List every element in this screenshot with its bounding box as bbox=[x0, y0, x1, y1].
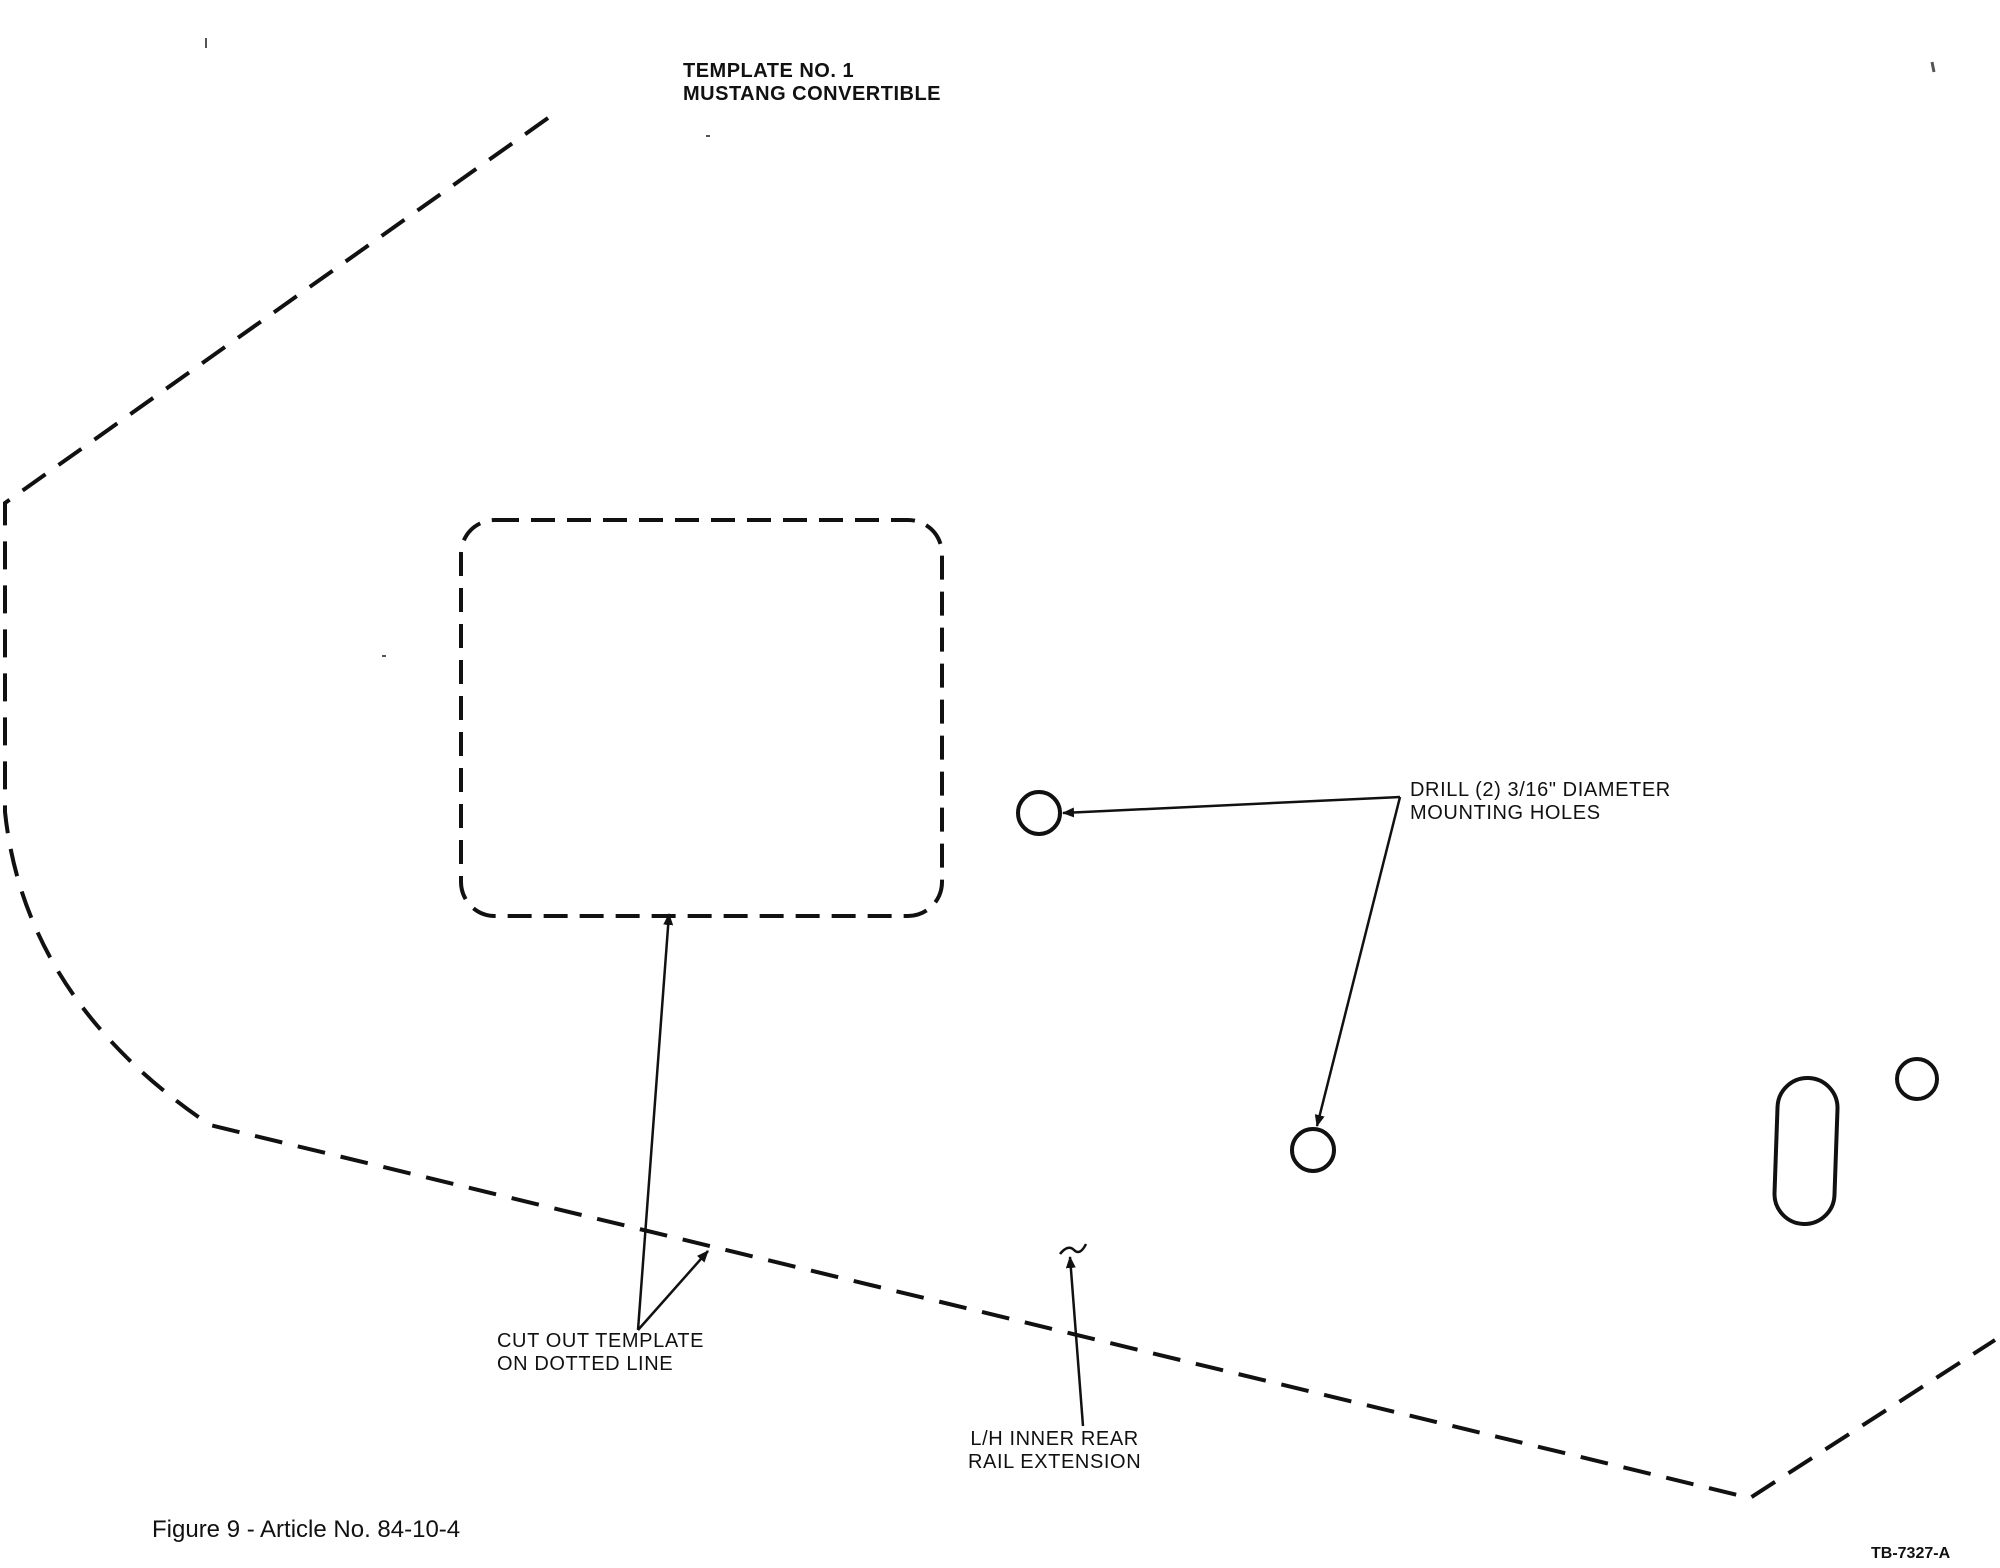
cut-callout-line2: ON DOTTED LINE bbox=[497, 1353, 674, 1375]
print-speck bbox=[1930, 61, 1936, 73]
cut-leader-outline bbox=[637, 1250, 709, 1331]
rail-break-mark bbox=[1059, 1243, 1088, 1255]
cutout-rectangle bbox=[459, 518, 944, 918]
drawing-code: TB-7327-A bbox=[1871, 1545, 1951, 1562]
mounting-hole-lower bbox=[1290, 1127, 1336, 1173]
figure-caption: Figure 9 - Article No. 84-10-4 bbox=[152, 1516, 461, 1543]
title-block: TEMPLATE NO. 1 MUSTANG CONVERTIBLE bbox=[683, 60, 941, 106]
rail-leader bbox=[1065, 1256, 1085, 1427]
cut-callout: CUT OUT TEMPLATE ON DOTTED LINE bbox=[497, 1330, 704, 1376]
drill-callout: DRILL (2) 3/16" DIAMETER MOUNTING HOLES bbox=[1410, 779, 1671, 825]
reference-hole bbox=[1895, 1057, 1939, 1101]
mounting-hole-upper bbox=[1016, 790, 1062, 836]
drill-leader-lower bbox=[1314, 796, 1402, 1127]
drill-callout-line1: DRILL (2) 3/16" DIAMETER bbox=[1410, 779, 1671, 801]
vehicle-name: MUSTANG CONVERTIBLE bbox=[683, 83, 942, 105]
cut-callout-line1: CUT OUT TEMPLATE bbox=[497, 1330, 705, 1352]
rail-callout-line1: L/H INNER REAR bbox=[970, 1428, 1139, 1450]
rail-callout-line2: RAIL EXTENSION bbox=[968, 1451, 1142, 1473]
template-outline bbox=[2, 116, 1997, 1501]
drill-callout-line2: MOUNTING HOLES bbox=[1410, 802, 1601, 824]
drill-leader-upper bbox=[1062, 795, 1401, 818]
slot-opening bbox=[1772, 1076, 1840, 1226]
cut-leader-rectangle bbox=[636, 913, 674, 1331]
rail-callout: L/H INNER REAR RAIL EXTENSION bbox=[968, 1428, 1141, 1474]
template-number: TEMPLATE NO. 1 bbox=[683, 60, 855, 82]
